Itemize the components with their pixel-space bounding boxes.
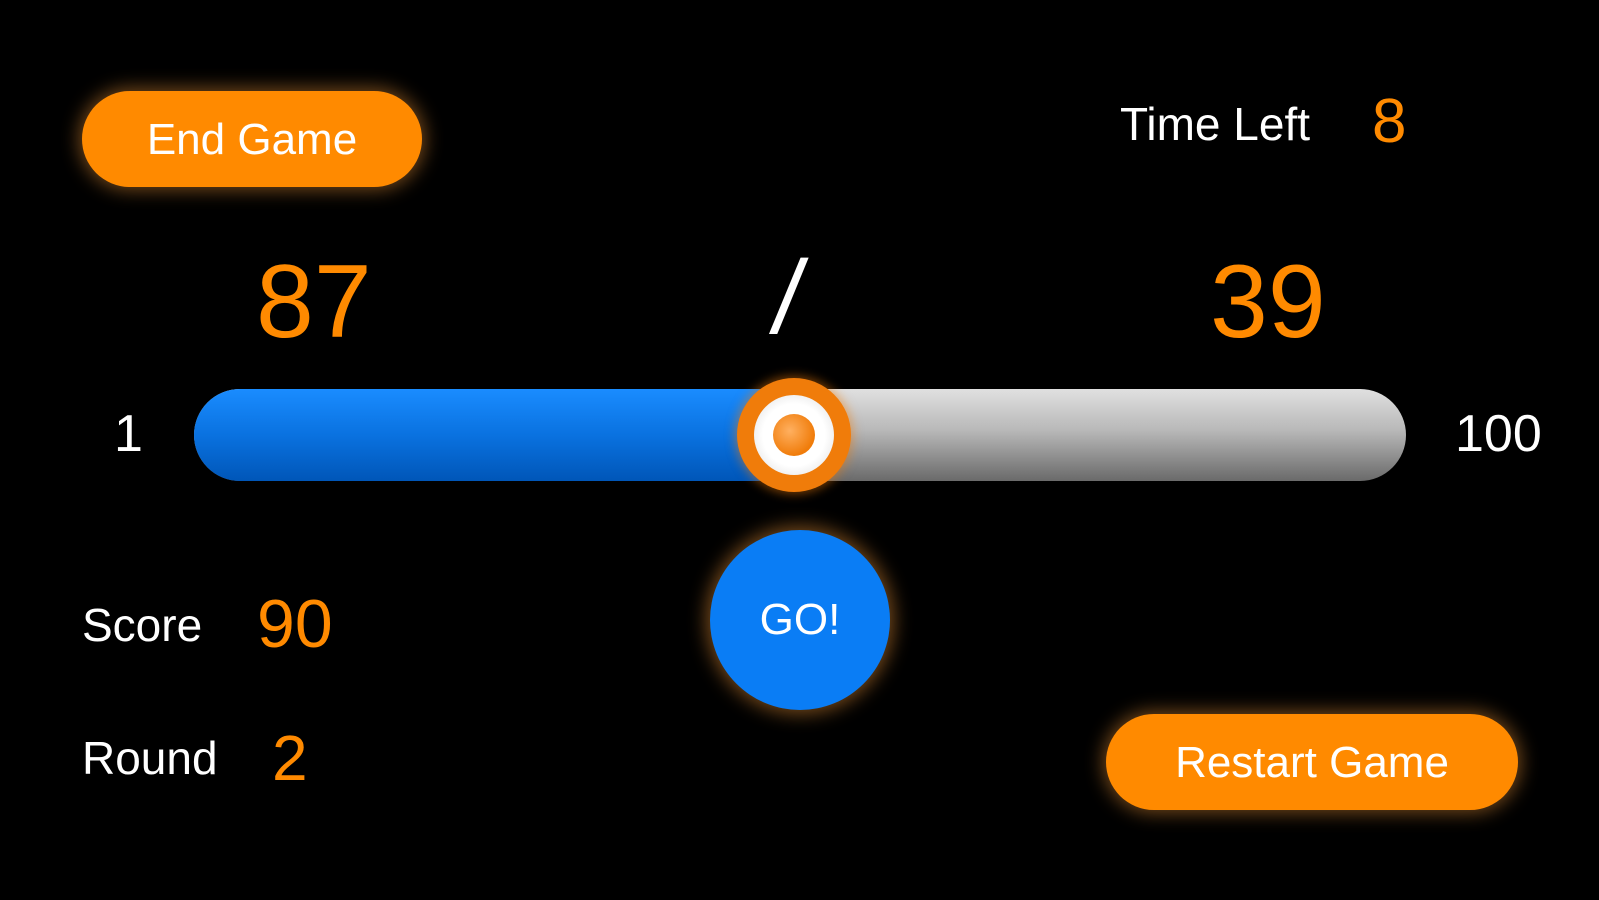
time-left-value: 8: [1372, 87, 1407, 156]
target-separator: /: [765, 240, 812, 356]
slider-thumb-ring: [754, 395, 834, 475]
slider-max-label: 100: [1455, 405, 1542, 463]
slider-thumb[interactable]: [737, 378, 851, 492]
score-value: 90: [257, 586, 333, 662]
round-label: Round: [82, 732, 218, 784]
target-left-number: 87: [256, 244, 372, 360]
slider-thumb-core: [773, 414, 815, 456]
round-value: 2: [272, 722, 308, 794]
restart-game-button[interactable]: Restart Game: [1106, 714, 1518, 810]
end-game-button[interactable]: End Game: [82, 91, 422, 187]
target-right-number: 39: [1210, 244, 1326, 360]
go-button[interactable]: GO!: [710, 530, 890, 710]
score-label: Score: [82, 599, 203, 651]
slider-fill: [194, 389, 794, 481]
time-left-label: Time Left: [1120, 98, 1311, 150]
guess-slider[interactable]: [194, 378, 1406, 492]
slider-min-label: 1: [114, 405, 143, 463]
